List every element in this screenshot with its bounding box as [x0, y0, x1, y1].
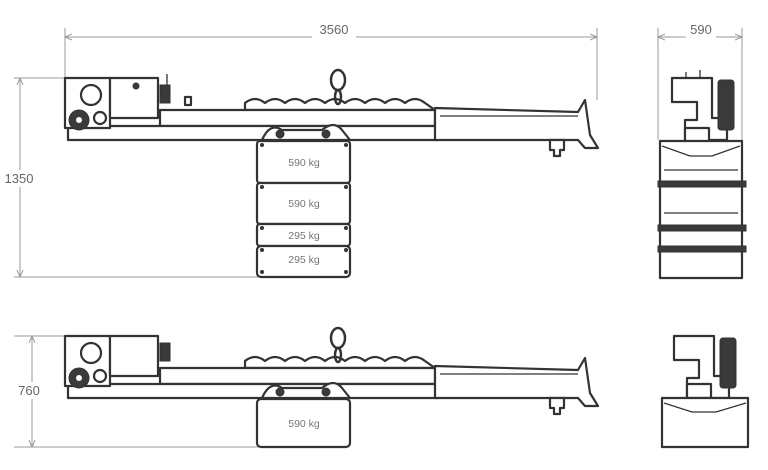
weight-label: 295 kg [288, 230, 320, 242]
width-label: 590 [690, 22, 712, 37]
end-view-single [660, 334, 750, 449]
winch-motor [63, 74, 193, 131]
lifting-shackle-icon [329, 68, 347, 106]
weight-label: 590 kg [288, 157, 320, 169]
side-view-single: 590 kg [63, 326, 600, 449]
weight-label: 590 kg [288, 418, 320, 430]
counterweight-stack: 590 kg 590 kg 295 kg 295 kg [255, 123, 352, 279]
length-label: 3560 [320, 22, 349, 37]
dimension-width: 590 [658, 22, 742, 140]
dimension-length: 3560 [65, 22, 597, 100]
height-single-label: 760 [18, 383, 40, 398]
dimension-height-single: 760 [14, 336, 258, 447]
height-full-label: 1350 [5, 171, 34, 186]
dimension-height-full: 1350 [2, 78, 258, 277]
weight-label: 295 kg [288, 254, 320, 266]
end-view-full [657, 70, 747, 280]
side-view-full: 590 kg 590 kg 295 kg 295 kg [63, 68, 600, 279]
weight-label: 590 kg [288, 198, 320, 210]
